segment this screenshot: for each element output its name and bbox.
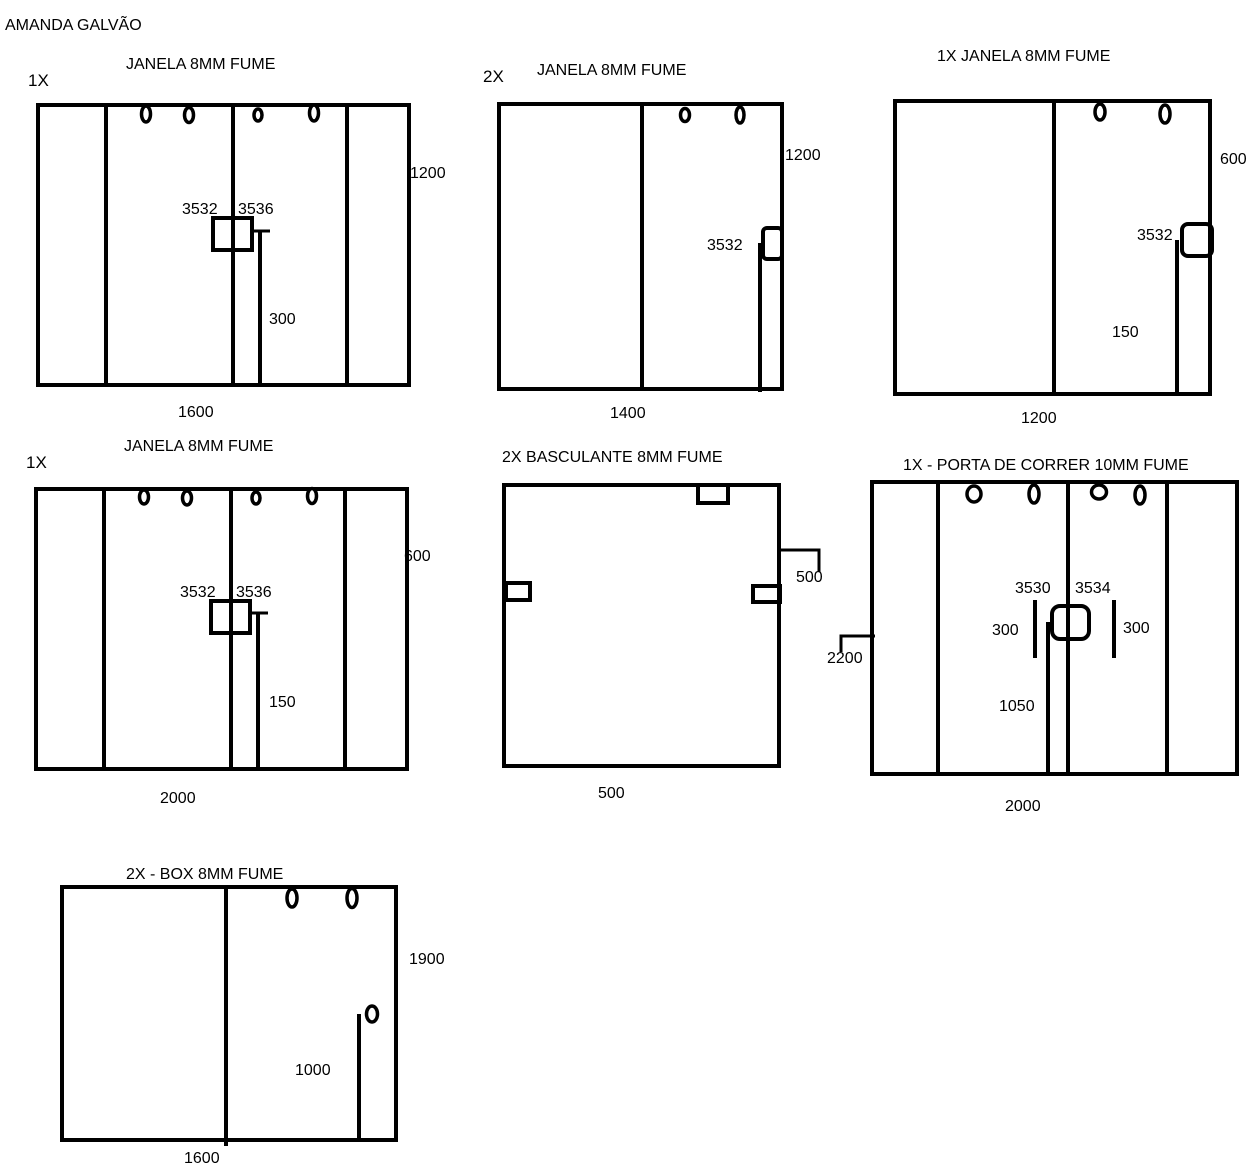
- panel-box-1600x1900: 2X - BOX 8MM FUME 1900 1000 1600: [60, 866, 445, 1167]
- drill-hole: [307, 103, 321, 123]
- panel-frame: [502, 483, 781, 768]
- offset-dimension: 150: [1112, 324, 1139, 341]
- panel-title: JANELA 8MM FUME: [537, 62, 686, 79]
- dimension-tick: [839, 634, 875, 652]
- offset-dimension: 300: [992, 622, 1019, 639]
- drill-hole: [139, 104, 153, 124]
- height-dimension: 600: [1220, 151, 1247, 168]
- width-dimension: 2000: [1005, 798, 1041, 815]
- offset-dimension: 300: [269, 311, 296, 328]
- fitting-box: [1180, 222, 1214, 258]
- handle-cutout: [1050, 604, 1091, 641]
- fitting-box: [211, 216, 254, 252]
- width-dimension: 500: [598, 785, 625, 802]
- panel-janela-1400x1200: 2X JANELA 8MM FUME 3532 1200 1400: [483, 62, 821, 422]
- panel-frame: [34, 487, 409, 771]
- fitting-code: 3532: [180, 584, 216, 601]
- fitting-code: 3532: [1137, 227, 1173, 244]
- fitting-box: [761, 226, 784, 261]
- quantity-label: 1X: [26, 453, 47, 472]
- panel-porta-de-correr-2000x2200: 1X - PORTA DE CORRER 10MM FUME 3530 3534…: [827, 457, 1239, 815]
- dimension-line: [781, 548, 821, 572]
- fitting-code: 3530: [1015, 580, 1051, 597]
- hinge-cutout: [751, 584, 782, 604]
- height-dimension: 2200: [827, 650, 863, 667]
- width-dimension: 1400: [610, 405, 646, 422]
- width-dimension: 1600: [184, 1150, 220, 1167]
- offset-dimension: 1000: [295, 1062, 331, 1079]
- quantity-label: 1X: [28, 71, 49, 90]
- handle-hole: [364, 1004, 380, 1024]
- drill-hole: [137, 488, 151, 506]
- width-dimension: 2000: [160, 790, 196, 807]
- panel-title: JANELA 8MM FUME: [124, 438, 273, 455]
- panel-title: JANELA 8MM FUME: [126, 56, 275, 73]
- author-name: AMANDA GALVÃO: [5, 14, 142, 34]
- drill-hole: [180, 489, 194, 507]
- width-dimension: 1600: [178, 404, 214, 421]
- hinge-cutout: [696, 483, 730, 505]
- fitting-code: 3534: [1075, 580, 1111, 597]
- fitting-code: 3536: [236, 584, 272, 601]
- offset-dimension: 300: [1123, 620, 1150, 637]
- drill-hole: [182, 105, 196, 125]
- height-dimension: 1900: [409, 951, 445, 968]
- width-dimension: 1200: [1021, 410, 1057, 427]
- height-dimension: 600: [404, 548, 431, 565]
- drill-hole: [252, 107, 264, 123]
- drill-hole: [1093, 102, 1107, 122]
- quantity-label: 2X: [483, 67, 504, 86]
- panel-janela-2000x600: 1X JANELA 8MM FUME 3532 3536 600 150 200…: [26, 438, 431, 807]
- panel-basculante-500x500: 2X BASCULANTE 8MM FUME 500 500: [502, 449, 823, 802]
- fitting-code: 3536: [238, 201, 274, 218]
- fitting-code: 3532: [182, 201, 218, 218]
- handle-height-dimension: 1050: [999, 698, 1035, 715]
- panel-title: 1X JANELA 8MM FUME: [937, 48, 1110, 65]
- panel-title: 1X - PORTA DE CORRER 10MM FUME: [903, 457, 1189, 474]
- drill-hole: [1027, 483, 1041, 505]
- panel-janela-1200x600: 1X JANELA 8MM FUME 3532 600 150 1200: [893, 48, 1247, 427]
- drill-hole: [345, 886, 359, 910]
- drill-hole: [285, 887, 299, 909]
- height-dimension: 500: [796, 569, 823, 586]
- panel-frame: [36, 103, 411, 387]
- hinge-cutout: [504, 581, 532, 602]
- drill-hole: [965, 484, 983, 504]
- panel-janela-1600x1200: 1X JANELA 8MM FUME 3532 3536 1200 300 16…: [28, 56, 446, 421]
- fitting-code: 3532: [707, 237, 743, 254]
- fitting-box: [209, 599, 252, 635]
- drill-hole: [678, 106, 692, 124]
- drill-hole: [1089, 483, 1109, 501]
- drill-hole: [734, 105, 746, 125]
- drill-hole: [250, 490, 262, 506]
- panel-frame: [60, 885, 398, 1142]
- panel-title: 2X BASCULANTE 8MM FUME: [502, 449, 722, 466]
- height-dimension: 1200: [785, 147, 821, 164]
- panel-frame: [870, 480, 1239, 776]
- drill-hole: [1133, 484, 1147, 506]
- drill-hole: [305, 486, 319, 506]
- height-dimension: 1200: [410, 165, 446, 182]
- offset-dimension: 150: [269, 694, 296, 711]
- drill-hole: [1158, 103, 1172, 125]
- panel-title: 2X - BOX 8MM FUME: [126, 866, 283, 883]
